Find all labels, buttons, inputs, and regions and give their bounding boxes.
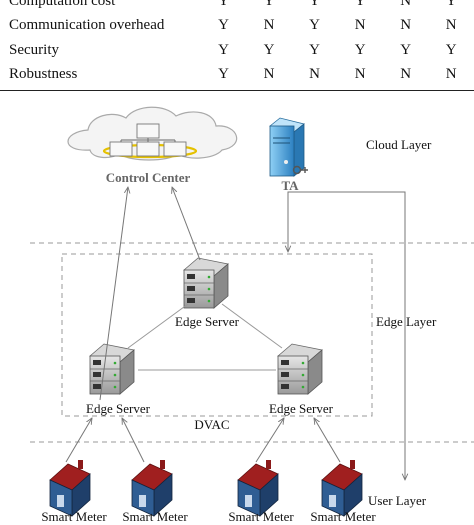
arrow <box>99 187 128 401</box>
table-cell: Y <box>445 41 457 58</box>
arrow <box>255 418 284 463</box>
edge-server-icon <box>183 257 229 309</box>
table-row: Robustness Y N N N N N <box>0 63 474 88</box>
edge-link <box>127 303 189 349</box>
edge-link <box>221 303 283 349</box>
table-cell: N <box>445 66 457 83</box>
table-row: Security Y Y Y Y Y Y <box>0 38 474 63</box>
table-cell: Y <box>218 66 229 83</box>
row-label: Communication overhead <box>9 17 165 34</box>
ta-label: TA <box>281 178 299 193</box>
smart-meter-label: Smart Meter <box>310 509 376 524</box>
row-label: Security <box>9 41 59 58</box>
table-row: Communication overhead Y N Y N N N <box>0 14 474 39</box>
table-cell: Y <box>354 0 366 9</box>
arrow <box>314 418 341 463</box>
table-cell: N <box>263 66 275 83</box>
arrow <box>65 418 92 463</box>
smart-meter-label: Smart Meter <box>228 509 294 524</box>
arrow <box>122 418 145 463</box>
cloud-layer-label: Cloud Layer <box>366 137 432 152</box>
table-cell: Y <box>400 41 412 58</box>
house-icon <box>237 459 279 517</box>
table-cell: Y <box>263 0 275 9</box>
table-cell: N <box>309 66 321 83</box>
table-cell: N <box>354 17 366 34</box>
table-cell: Y <box>309 17 321 34</box>
dvac-label: DVAC <box>194 417 230 432</box>
table-cell: Y <box>309 41 321 58</box>
table-cell: N <box>400 0 412 9</box>
table-cell: N <box>400 66 412 83</box>
house-icon <box>49 459 91 517</box>
arrow <box>172 187 201 261</box>
edge-server-label: Edge Server <box>269 401 333 416</box>
table-cell: N <box>263 17 275 34</box>
ta-arrow <box>300 191 405 480</box>
edge-server-label: Edge Server <box>86 401 150 416</box>
table-bottom-rule <box>0 90 474 91</box>
control-center-label: Control Center <box>105 170 191 185</box>
smart-meter-label: Smart Meter <box>122 509 188 524</box>
house-icon <box>321 459 363 517</box>
table-cell: Y <box>218 0 229 9</box>
ta-server-icon <box>269 117 308 177</box>
table-row: Computation cost Y Y Y Y N Y <box>0 0 474 14</box>
row-label: Computation cost <box>9 0 116 9</box>
edge-layer-label: Edge Layer <box>376 314 437 329</box>
edge-server-icon <box>277 343 323 395</box>
table-cell: Y <box>263 41 275 58</box>
row-label: Robustness <box>9 66 78 83</box>
table-cell: Y <box>218 41 229 58</box>
table-cell: N <box>445 17 457 34</box>
house-icon <box>131 459 173 517</box>
smart-meter-label: Smart Meter <box>41 509 107 524</box>
table-cell: N <box>354 66 366 83</box>
user-layer-label: User Layer <box>368 493 427 508</box>
cloud-icon <box>67 106 238 161</box>
edge-server-label: Edge Server <box>175 314 239 329</box>
table-cell: Y <box>354 41 366 58</box>
ta-arrow <box>288 191 300 252</box>
table-cell: Y <box>218 17 229 34</box>
table-cell: Y <box>309 0 321 9</box>
edge-server-icon <box>89 343 135 395</box>
dvac-boundary <box>61 253 373 417</box>
table-cell: N <box>400 17 412 34</box>
table-cell: Y <box>445 0 457 9</box>
